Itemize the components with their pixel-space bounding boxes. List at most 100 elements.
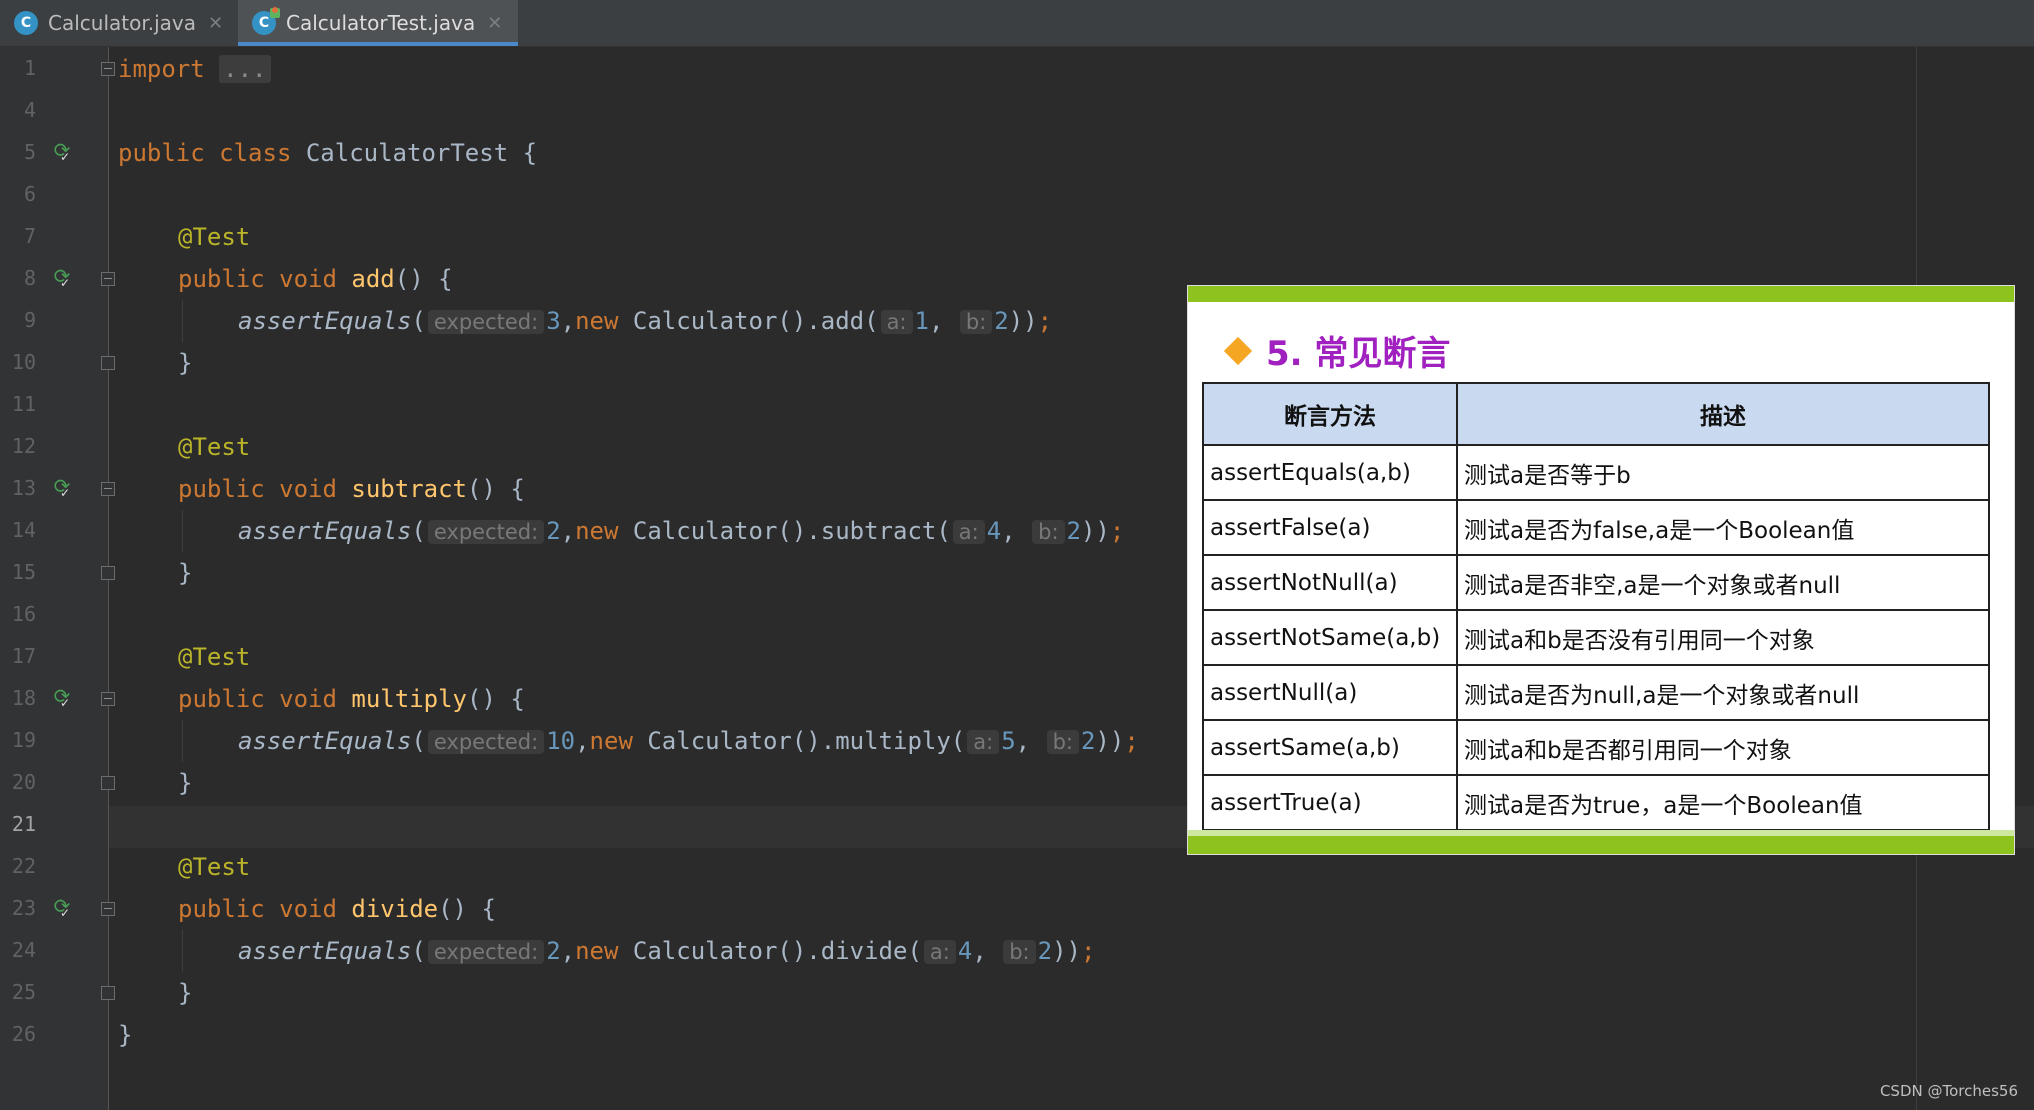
parameter-hint: expected: xyxy=(427,940,545,964)
run-test-icon[interactable]: ⟳✓ xyxy=(50,266,74,290)
check-icon: ✓ xyxy=(60,150,71,164)
parameter-hint: b: xyxy=(1046,730,1079,754)
assert-statement: assertEquals(expected:2,new Calculator()… xyxy=(238,937,1096,965)
parameter-hint: b: xyxy=(1032,520,1065,544)
close-icon[interactable]: ✕ xyxy=(487,12,503,34)
annotation-line: @Test xyxy=(178,223,251,251)
tab-label: CalculatorTest.java xyxy=(286,11,476,35)
annotation-line: @Test xyxy=(178,853,251,881)
fold-toggle-icon[interactable] xyxy=(101,272,115,286)
fold-toggle-icon[interactable] xyxy=(101,482,115,496)
watermark: CSDN @Torches56 xyxy=(1879,1082,2018,1100)
class-close-brace: } xyxy=(118,1021,133,1049)
table-row: assertEquals(a,b)测试a是否等于b xyxy=(1202,444,1990,501)
parameter-hint: b: xyxy=(1003,940,1036,964)
close-icon[interactable]: ✕ xyxy=(208,12,224,34)
parameter-hint: a: xyxy=(952,520,985,544)
line-number: 17 xyxy=(11,644,36,668)
line-number: 21 xyxy=(11,812,36,836)
line-number: 16 xyxy=(11,602,36,626)
fold-end-icon xyxy=(101,356,115,370)
line-number: 1 xyxy=(23,56,36,80)
assert-statement: assertEquals(expected:3,new Calculator()… xyxy=(238,307,1053,335)
indent-guide xyxy=(182,300,183,342)
line-number: 7 xyxy=(23,224,36,248)
slide-heading: 5. 常见断言 xyxy=(1223,326,1450,375)
fold-end-icon xyxy=(101,566,115,580)
assert-method-cell: assertNotNull(a) xyxy=(1202,554,1458,611)
fold-toggle-icon[interactable] xyxy=(101,62,115,76)
fold-end-icon xyxy=(101,986,115,1000)
table-row: assertTrue(a)测试a是否为true，a是一个Boolean值 xyxy=(1202,774,1990,831)
folded-imports: ... xyxy=(219,55,271,83)
table-row: assertNotNull(a)测试a是否非空,a是一个对象或者null xyxy=(1202,554,1990,611)
line-number: 20 xyxy=(11,770,36,794)
assert-method-cell: assertSame(a,b) xyxy=(1202,719,1458,776)
line-number: 9 xyxy=(23,308,36,332)
assertions-slide-image: 5. 常见断言 断言方法 描述 assertEquals(a,b)测试a是否等于… xyxy=(1188,286,2014,854)
class-icon: C xyxy=(14,11,38,35)
parameter-hint: expected: xyxy=(427,730,545,754)
editor-tab-bar: C Calculator.java ✕ C CalculatorTest.jav… xyxy=(0,0,2034,47)
parameter-hint: expected: xyxy=(427,310,545,334)
parameter-hint: b: xyxy=(959,310,993,334)
table-row: assertNotSame(a,b)测试a和b是否没有引用同一个对象 xyxy=(1202,609,1990,666)
method-declaration: public void add() { xyxy=(178,265,453,293)
line-number: 26 xyxy=(11,1022,36,1046)
tab-calculator-java[interactable]: C Calculator.java ✕ xyxy=(0,0,236,46)
parameter-hint: a: xyxy=(923,940,956,964)
assert-description-cell: 测试a是否为true，a是一个Boolean值 xyxy=(1456,774,1990,831)
parameter-hint: a: xyxy=(967,730,1000,754)
run-test-icon[interactable]: ⟳✓ xyxy=(50,896,74,920)
check-icon: ✓ xyxy=(60,906,71,920)
line-number-gutter xyxy=(0,47,108,1110)
method-declaration: public void subtract() { xyxy=(178,475,525,503)
indent-guide xyxy=(182,720,183,762)
assert-statement: assertEquals(expected:2,new Calculator()… xyxy=(238,517,1125,545)
assert-method-cell: assertNotSame(a,b) xyxy=(1202,609,1458,666)
tab-calculatortest-java[interactable]: C CalculatorTest.java ✕ xyxy=(238,0,518,46)
check-icon: ✓ xyxy=(60,696,71,710)
run-test-icon[interactable]: ⟳✓ xyxy=(50,686,74,710)
assert-description-cell: 测试a是否为null,a是一个对象或者null xyxy=(1456,664,1990,721)
method-close-brace: } xyxy=(178,769,193,797)
method-declaration: public void multiply() { xyxy=(178,685,525,713)
import-line: import ... xyxy=(118,48,271,90)
line-number: 12 xyxy=(11,434,36,458)
assert-method-cell: assertNull(a) xyxy=(1202,664,1458,721)
table-row: assertFalse(a)测试a是否为false,a是一个Boolean值 xyxy=(1202,499,1990,556)
method-declaration: public void divide() { xyxy=(178,895,496,923)
line-number: 18 xyxy=(11,686,36,710)
fold-toggle-icon[interactable] xyxy=(101,692,115,706)
line-number: 22 xyxy=(11,854,36,878)
line-number: 15 xyxy=(11,560,36,584)
assert-method-cell: assertFalse(a) xyxy=(1202,499,1458,556)
run-test-icon[interactable]: ⟳✓ xyxy=(50,476,74,500)
indent-guide xyxy=(182,510,183,552)
assert-description-cell: 测试a和b是否都引用同一个对象 xyxy=(1456,719,1990,776)
assert-description-cell: 测试a是否非空,a是一个对象或者null xyxy=(1456,554,1990,611)
line-number: 24 xyxy=(11,938,36,962)
method-close-brace: } xyxy=(178,559,193,587)
line-number: 4 xyxy=(23,98,36,122)
assert-statement: assertEquals(expected:10,new Calculator(… xyxy=(238,727,1139,755)
check-icon: ✓ xyxy=(60,486,71,500)
line-number: 13 xyxy=(11,476,36,500)
tab-label: Calculator.java xyxy=(48,11,196,35)
line-number: 14 xyxy=(11,518,36,542)
annotation-line: @Test xyxy=(178,643,251,671)
table-row: assertNull(a)测试a是否为null,a是一个对象或者null xyxy=(1202,664,1990,721)
line-number: 8 xyxy=(23,266,36,290)
line-number: 5 xyxy=(23,140,36,164)
run-test-icon[interactable]: ⟳✓ xyxy=(50,140,74,164)
parameter-hint: expected: xyxy=(427,520,545,544)
method-close-brace: } xyxy=(178,349,193,377)
annotation-line: @Test xyxy=(178,433,251,461)
line-number: 6 xyxy=(23,182,36,206)
indent-guide xyxy=(182,930,183,972)
fold-toggle-icon[interactable] xyxy=(101,902,115,916)
diamond-bullet-icon xyxy=(1223,336,1253,365)
line-number: 11 xyxy=(11,392,36,416)
line-number: 23 xyxy=(11,896,36,920)
